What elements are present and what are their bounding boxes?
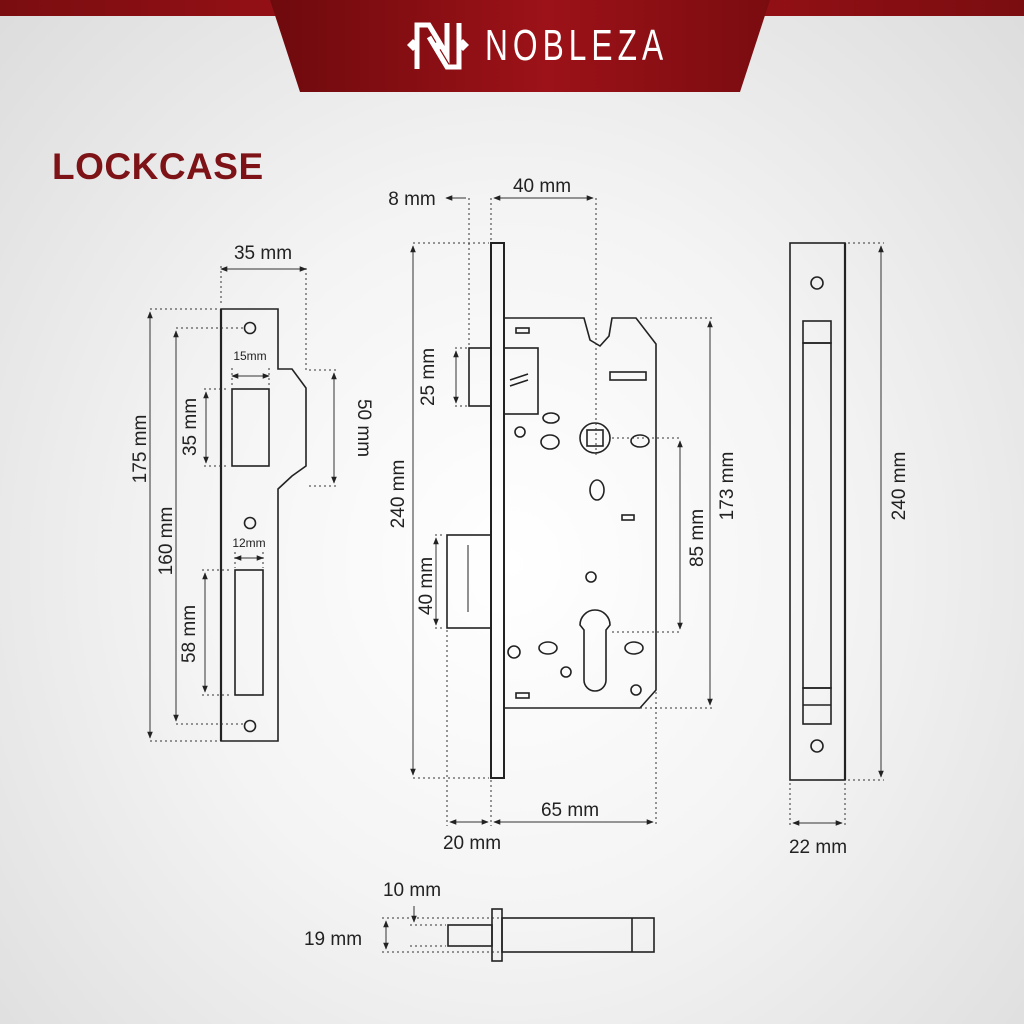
strike-middle-screw-hole: [243, 516, 257, 530]
lock-hole-h: [538, 641, 558, 655]
euro-cylinder-cutout: [579, 609, 611, 692]
bolt-thickness-label: 10 mm: [383, 880, 441, 901]
faceplate-front-width-label: 22 mm: [789, 837, 847, 858]
lock-case-outline: [503, 317, 657, 709]
bolt-detail-dimensions: [382, 906, 500, 953]
latch-height-label: 25 mm: [418, 348, 439, 406]
follower-hub: [579, 422, 611, 454]
strike-latch-height-label: 35 mm: [180, 398, 201, 456]
faceplate-top-screw-hole: [810, 276, 824, 290]
strike-plate-drawing: [219, 308, 307, 742]
strike-plate-labels: 35 mm 175 mm 160 mm 15mm 35 mm 50 mm 12m…: [130, 243, 374, 663]
lock-body-drawing: [446, 242, 657, 779]
strike-hole-spacing-label: 160 mm: [156, 507, 177, 576]
strike-width-label: 35 mm: [234, 243, 292, 264]
lock-hole-e: [589, 479, 605, 501]
follower-square: [586, 429, 604, 447]
latch-bolt: [468, 347, 492, 407]
lock-top-slot: [515, 327, 530, 334]
strike-latch-width-label: 15mm: [233, 349, 266, 363]
latch-bolt-stem: [503, 347, 539, 415]
faceplate-front-outline: [789, 242, 846, 781]
lock-hole-k: [630, 684, 642, 696]
strike-latch-opening: [231, 388, 270, 467]
case-width-label: 65 mm: [541, 800, 599, 821]
lock-small-slot: [621, 514, 635, 521]
strike-bottom-screw-hole: [243, 719, 257, 733]
faceplate-bolt-opening: [802, 342, 832, 689]
bolt-detail-body: [501, 917, 655, 953]
bolt-detail-latch: [447, 924, 493, 947]
faceplate-height-label: 240 mm: [388, 460, 409, 529]
backset-label: 40 mm: [513, 176, 571, 197]
strike-plate-outline: [220, 308, 307, 742]
faceplate-front-dimensions: [789, 242, 884, 828]
strike-top-screw-hole: [243, 321, 257, 335]
strike-bolt-height-label: 58 mm: [179, 605, 200, 663]
faceplate-front-labels: 240 mm 22 mm: [789, 452, 910, 858]
lock-hole-b: [540, 434, 560, 450]
strike-bolt-opening: [234, 569, 264, 696]
lock-hole-d: [630, 434, 650, 448]
deadbolt: [446, 534, 492, 629]
strike-overall-height-label: 175 mm: [130, 415, 151, 484]
case-height-label: 173 mm: [717, 452, 738, 521]
faceplate-front-height-label: 240 mm: [889, 452, 910, 521]
faceplate-front-drawing: [789, 242, 847, 781]
bolt-detail-flange: [491, 908, 503, 962]
faceplate-latch-opening: [802, 320, 832, 344]
lock-faceplate: [490, 242, 505, 779]
backset-offset-label: 8 mm: [388, 189, 436, 210]
lock-body-labels: 8 mm 40 mm 240 mm 25 mm 40 mm 173 mm 85 …: [388, 176, 738, 854]
lock-right-slot: [609, 371, 647, 381]
lock-hole-a: [542, 412, 560, 424]
brand-name: NOBLEZA: [485, 21, 669, 70]
deadbolt-height-label: 40 mm: [416, 557, 437, 615]
lock-hole-g: [507, 645, 521, 659]
faceplate-lower-opening: [802, 687, 832, 725]
center-distance-label: 85 mm: [687, 509, 708, 567]
faceplate-depth-label: 20 mm: [443, 833, 501, 854]
lock-hole-f: [585, 571, 597, 583]
page-title: LOCKCASE: [52, 146, 264, 187]
faceplate-bottom-screw-hole: [810, 739, 824, 753]
lock-bottom-slot: [515, 692, 530, 699]
lock-hole-i: [624, 641, 644, 655]
strike-bolt-width-label: 12mm: [232, 536, 265, 550]
strike-plate-dimensions: [147, 266, 338, 742]
brand-header-tab: [270, 0, 770, 92]
lock-body-dimensions: [410, 195, 713, 826]
bolt-detail-drawing: [447, 908, 655, 962]
brand-header: NOBLEZA: [405, 14, 739, 78]
lock-hole-c: [514, 426, 526, 438]
bolt-detail-labels: 10 mm 19 mm: [304, 880, 441, 950]
nobleza-monogram-icon: [407, 22, 469, 70]
bolt-height-label: 19 mm: [304, 929, 362, 950]
lock-hole-j: [560, 666, 572, 678]
strike-lip-height-label: 50 mm: [353, 399, 374, 457]
